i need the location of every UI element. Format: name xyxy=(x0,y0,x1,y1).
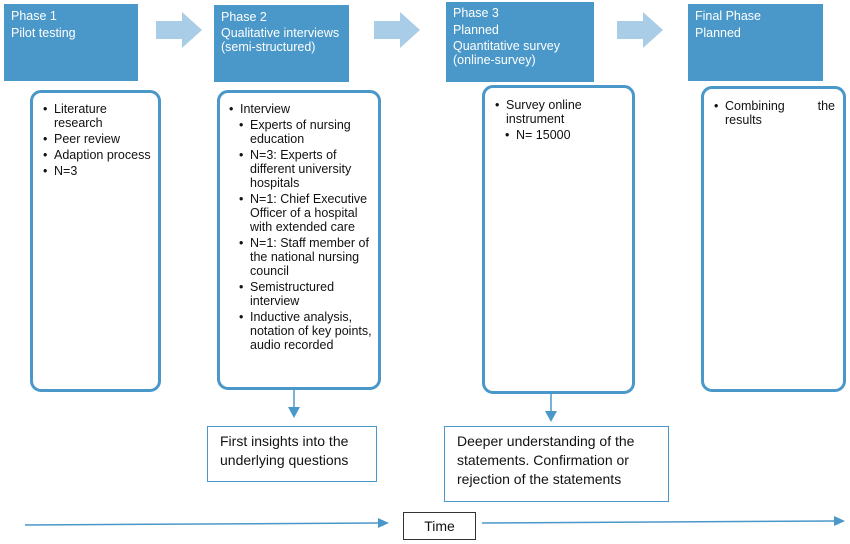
header-arrow-1 xyxy=(156,12,202,48)
list-item: N=3 xyxy=(43,164,152,178)
list-item: Combining the results xyxy=(714,99,835,127)
phase-2-list: Interview Experts of nursing education N… xyxy=(229,102,372,352)
phase-1-subtitle: Pilot testing xyxy=(11,26,76,40)
timeline-right-arrowhead xyxy=(834,516,845,526)
phase-3-box: Survey online instrument N= 15000 xyxy=(482,85,635,394)
timeline-left-line xyxy=(24,522,381,526)
header-arrow-3 xyxy=(617,12,663,48)
phase-3-subtitle: Quantitative survey (online-survey) xyxy=(453,39,560,67)
phase-1-title: Phase 1 xyxy=(11,9,57,23)
phase-2-arrowhead xyxy=(288,407,300,418)
final-phase-header: Final Phase Planned xyxy=(688,4,823,81)
outcome-phase-3: Deeper understanding of the statements. … xyxy=(444,426,669,502)
list-item: Experts of nursing education xyxy=(239,118,372,146)
phase-3-list: Survey online instrument N= 15000 xyxy=(495,98,626,142)
final-phase-status: Planned xyxy=(695,26,741,40)
list-item: N= 15000 xyxy=(505,128,626,142)
phase-3-header: Phase 3 Planned Quantitative survey (onl… xyxy=(446,2,594,82)
list-item: Peer review xyxy=(43,132,152,146)
list-item: Inductive analysis, notation of key poin… xyxy=(239,310,372,352)
list-item: Adaption process xyxy=(43,148,152,162)
timeline-right-line xyxy=(481,520,837,524)
list-item: N=1: Staff member of the national nursin… xyxy=(239,236,372,278)
phase-2-subtitle: Qualitative interviews (semi-structured) xyxy=(221,26,340,54)
phase-2-box: Interview Experts of nursing education N… xyxy=(217,90,381,390)
timeline-label: Time xyxy=(403,512,476,540)
timeline-left-arrowhead xyxy=(378,518,389,528)
phase-1-box: Literature research Peer review Adaption… xyxy=(30,90,161,392)
list-item: N=1: Chief Executive Officer of a hospit… xyxy=(239,192,372,234)
header-arrow-2 xyxy=(374,12,420,48)
list-item: Survey online instrument xyxy=(495,98,626,126)
phase-1-header: Phase 1 Pilot testing xyxy=(4,4,138,81)
phase-2-header: Phase 2 Qualitative interviews (semi-str… xyxy=(214,5,349,82)
final-phase-box: Combining the results xyxy=(701,86,846,392)
phase-1-list: Literature research Peer review Adaption… xyxy=(43,102,152,178)
outcome-text: First insights into the underlying quest… xyxy=(220,433,349,468)
list-item: N=3: Experts of different university hos… xyxy=(239,148,372,190)
phase-3-title: Phase 3 xyxy=(453,6,499,20)
phase-3-arrowhead xyxy=(545,411,557,422)
list-item: Literature research xyxy=(43,102,152,130)
final-phase-list: Combining the results xyxy=(714,99,835,127)
outcome-phase-2: First insights into the underlying quest… xyxy=(207,426,377,482)
list-item: Semistructured interview xyxy=(239,280,372,308)
phase-2-title: Phase 2 xyxy=(221,10,267,24)
list-item: Interview xyxy=(229,102,372,116)
final-phase-title: Final Phase xyxy=(695,9,762,23)
phase-3-status: Planned xyxy=(453,23,499,37)
outcome-text: Deeper understanding of the statements. … xyxy=(457,433,635,487)
